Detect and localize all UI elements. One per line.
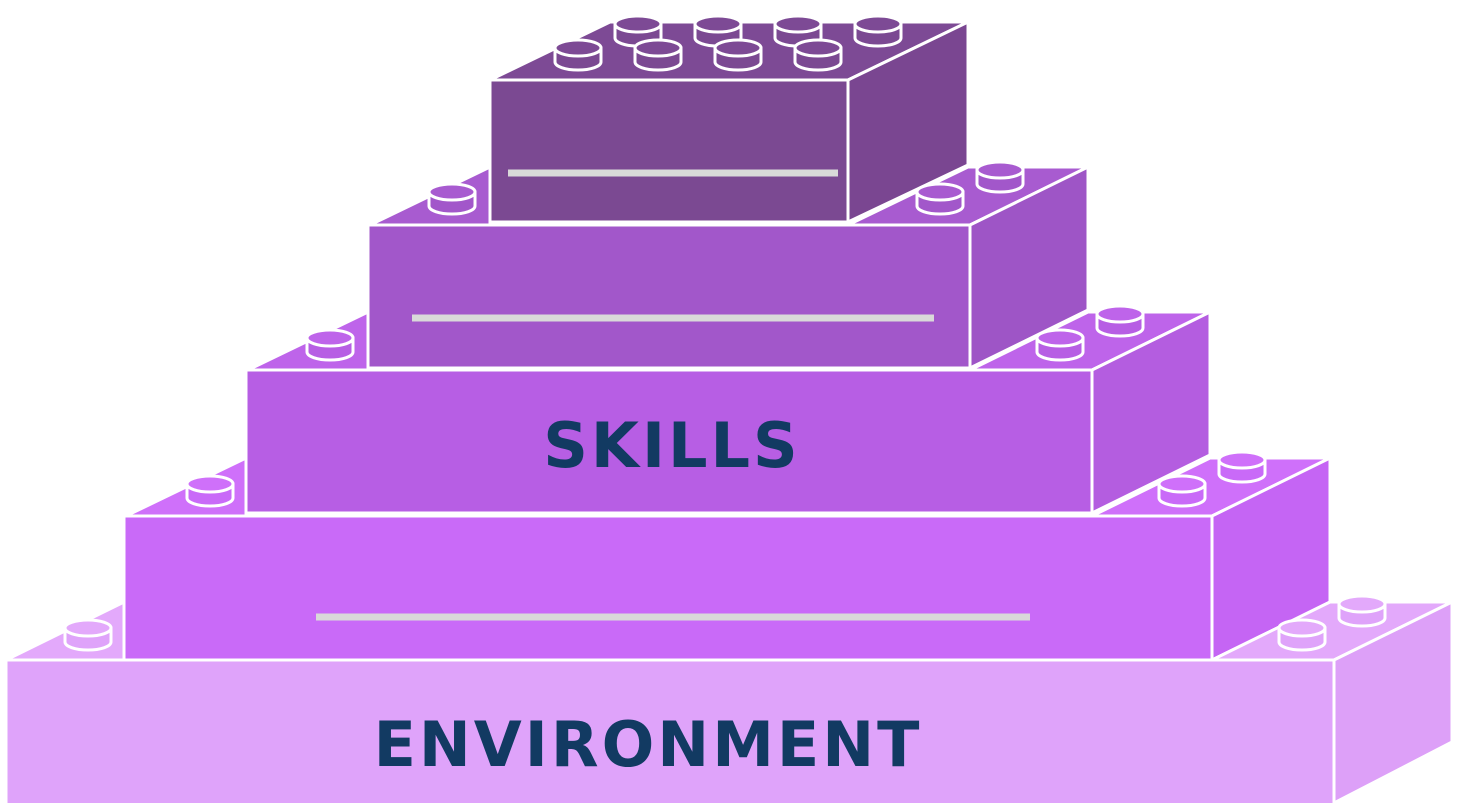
lego-stud <box>427 182 477 216</box>
brick-layer-1 <box>488 14 970 224</box>
lego-stud <box>185 474 235 508</box>
lego-stud <box>713 38 763 72</box>
brick-layer-5: ENVIRONMENT <box>4 594 1454 807</box>
lego-stud <box>853 14 903 48</box>
brick-layer-4 <box>122 450 1332 662</box>
brick-3-studs <box>305 304 1145 362</box>
brick-4-front-face <box>122 514 1214 662</box>
brick-1-studs <box>553 14 903 72</box>
lego-stud <box>1157 474 1207 508</box>
lego-stud <box>1035 328 1085 362</box>
lego-stud <box>1277 618 1327 652</box>
lego-stud <box>1217 450 1267 484</box>
brick-1-front-face <box>488 78 850 224</box>
lego-stud <box>305 328 355 362</box>
lego-stud <box>975 160 1025 194</box>
lego-stud <box>1337 594 1387 628</box>
lego-stud <box>1095 304 1145 338</box>
brick-layer-2 <box>366 160 1090 370</box>
brick-5-front-face <box>4 658 1336 807</box>
lego-stud <box>793 38 843 72</box>
lego-stud <box>63 618 113 652</box>
environment-label: ENVIRONMENT <box>374 708 923 781</box>
lego-stud <box>633 38 683 72</box>
brick-2-studs <box>427 160 1025 216</box>
brick-4-studs <box>185 450 1267 508</box>
brick-5-studs <box>63 594 1387 652</box>
brick-2-front-face <box>366 223 972 370</box>
brick-layer-3: SKILLS <box>244 304 1212 515</box>
lego-stud <box>915 182 965 216</box>
brick-3-front-face <box>244 368 1094 515</box>
skills-label: SKILLS <box>543 409 800 482</box>
lego-stud <box>553 38 603 72</box>
